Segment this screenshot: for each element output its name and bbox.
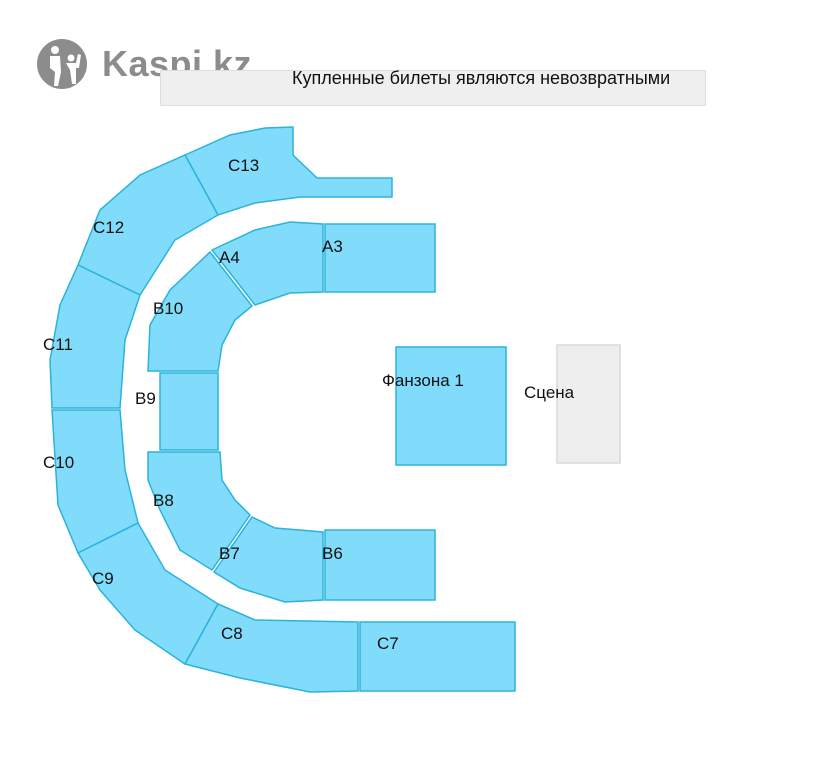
label-c8: C8 [221,624,243,643]
label-c7: C7 [377,634,399,653]
kaspi-logo-icon [37,39,87,89]
section-c12[interactable] [77,154,220,296]
label-stage: Сцена [524,383,575,402]
notice-banner [160,70,706,106]
section-a4[interactable] [210,221,324,306]
section-b9[interactable] [159,372,219,451]
label-a4: A4 [219,248,240,267]
section-c8[interactable] [183,603,359,693]
label-c11: C11 [43,335,73,354]
label-b6: B6 [322,544,343,563]
label-a3: A3 [322,237,343,256]
notice-text: Купленные билеты являются невозвратными [292,68,671,88]
label-b8: B8 [153,491,174,510]
section-b7[interactable] [212,516,324,603]
label-c12: C12 [93,218,124,237]
section-fanzone-1[interactable] [395,346,507,466]
label-c9: C9 [92,569,114,588]
label-fanzone-1: Фанзона 1 [382,371,464,390]
section-c11[interactable] [49,263,141,409]
label-b7: B7 [219,544,240,563]
section-b10[interactable] [147,250,254,372]
stage [556,344,621,464]
section-b8[interactable] [147,451,251,572]
label-c10: C10 [43,453,74,472]
label-b9: B9 [135,389,156,408]
section-a3[interactable] [324,223,436,293]
section-c7[interactable] [359,621,516,692]
label-c13: C13 [228,156,259,175]
section-b6[interactable] [324,529,436,601]
section-c13[interactable] [183,126,393,216]
label-b10: B10 [153,299,183,318]
